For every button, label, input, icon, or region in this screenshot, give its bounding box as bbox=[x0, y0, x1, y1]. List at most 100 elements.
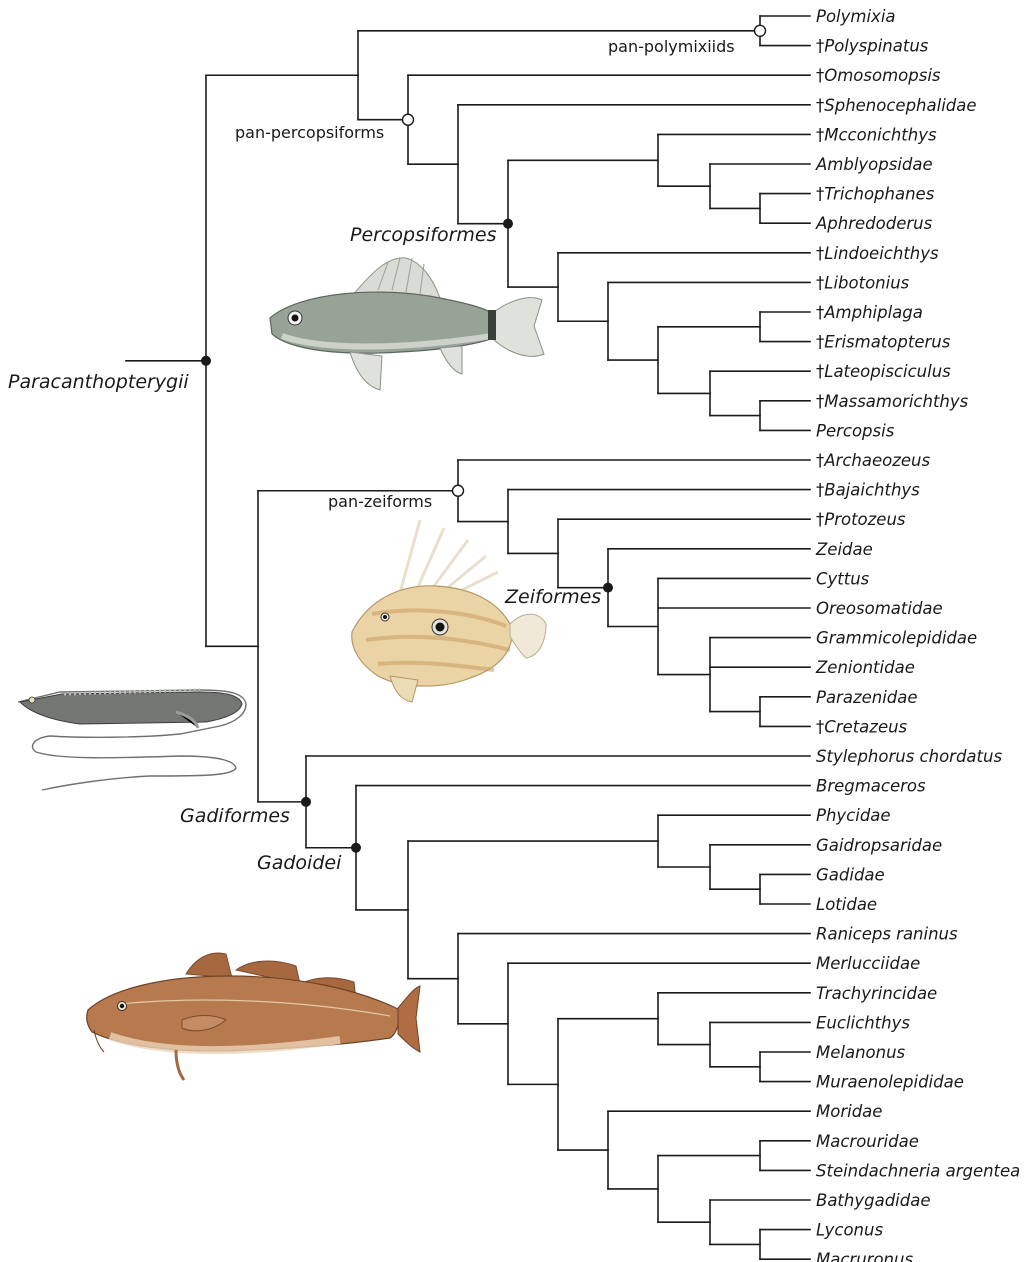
taxon-label-zeniontidae: Zeniontidae bbox=[815, 658, 915, 677]
node-markers bbox=[201, 25, 766, 852]
taxon-name: Stylephorus chordatus bbox=[816, 747, 1002, 766]
taxon-label-oreosomatidae: Oreosomatidae bbox=[816, 599, 943, 618]
extinct-dagger-icon: † bbox=[816, 481, 824, 500]
node-marker-pan-zeiforms bbox=[453, 485, 464, 496]
taxon-label-cyttus: Cyttus bbox=[816, 569, 870, 588]
taxon-name: Zeniontidae bbox=[815, 658, 915, 677]
taxon-name: Phycidae bbox=[816, 806, 891, 825]
taxon-name: Lyconus bbox=[816, 1221, 883, 1240]
taxon-name: Euclichthys bbox=[816, 1013, 910, 1032]
taxon-name: Erismatopterus bbox=[824, 333, 950, 352]
node-marker-zeiformes bbox=[603, 583, 613, 593]
taxon-name: Lotidae bbox=[816, 895, 877, 914]
taxon-name: Zeidae bbox=[815, 540, 873, 559]
taxon-name: Aphredoderus bbox=[815, 214, 933, 233]
extinct-dagger-icon: † bbox=[816, 244, 824, 263]
taxon-label-cretazeus: †Cretazeus bbox=[816, 717, 908, 736]
clade-label-paracanthopterygii: Paracanthopterygii bbox=[8, 371, 189, 393]
taxon-label-bathygadidae: Bathygadidae bbox=[816, 1191, 931, 1210]
taxon-label-polymixia: Polymixia bbox=[816, 7, 896, 26]
clade-label-percopsiformes: Percopsiformes bbox=[350, 224, 497, 246]
taxon-label-amphiplaga: †Amphiplaga bbox=[816, 303, 923, 322]
taxon-name: Omosomopsis bbox=[824, 66, 941, 85]
extinct-dagger-icon: † bbox=[816, 303, 824, 322]
taxon-label-parazenidae: Parazenidae bbox=[816, 688, 918, 707]
taxon-label-merlucciidae: Merlucciidae bbox=[816, 954, 920, 973]
taxon-name: Lateopisciculus bbox=[824, 362, 951, 381]
taxon-label-phycidae: Phycidae bbox=[816, 806, 891, 825]
taxon-label-grammicolepididae: Grammicolepididae bbox=[816, 629, 977, 648]
taxon-name: Amphiplaga bbox=[823, 303, 923, 322]
extinct-dagger-icon: † bbox=[816, 362, 824, 381]
taxon-name: Gaidropsaridae bbox=[816, 836, 942, 855]
taxon-name: Sphenocephalidae bbox=[824, 96, 976, 115]
taxon-label-archaeozeus: †Archaeozeus bbox=[816, 451, 930, 470]
taxon-label-trachyrincidae: Trachyrincidae bbox=[816, 984, 937, 1003]
taxon-label-zeidae: Zeidae bbox=[815, 540, 873, 559]
taxon-name: Bathygadidae bbox=[816, 1191, 931, 1210]
taxon-name: Libotonius bbox=[824, 273, 909, 292]
taxon-name: Raniceps raninus bbox=[816, 925, 958, 944]
node-marker-pan-percopsiforms bbox=[403, 114, 414, 125]
taxon-label-lindoeichthys: †Lindoeichthys bbox=[816, 244, 939, 263]
taxon-name: Macruronus bbox=[816, 1250, 913, 1262]
node-marker-percopsiformes bbox=[503, 219, 513, 229]
taxon-name: Bregmaceros bbox=[816, 777, 926, 796]
zeus-fish-illustration bbox=[352, 520, 546, 702]
taxon-name: Gadidae bbox=[816, 865, 885, 884]
taxon-name: Cyttus bbox=[816, 569, 870, 588]
taxon-name: Grammicolepididae bbox=[816, 629, 977, 648]
taxon-name: Mcconichthys bbox=[824, 125, 937, 144]
taxon-label-lotidae: Lotidae bbox=[816, 895, 877, 914]
extinct-dagger-icon: † bbox=[816, 451, 824, 470]
taxon-name: Moridae bbox=[816, 1102, 882, 1121]
taxon-name: Polyspinatus bbox=[824, 37, 929, 56]
taxon-name: Macrouridae bbox=[816, 1132, 919, 1151]
taxon-label-gadidae: Gadidae bbox=[816, 865, 885, 884]
pan-label-percopsiforms: pan-percopsiforms bbox=[235, 123, 384, 142]
taxon-name: Trichophanes bbox=[824, 185, 934, 204]
extinct-dagger-icon: † bbox=[816, 273, 824, 292]
taxon-label-bregmaceros: Bregmaceros bbox=[816, 777, 926, 796]
tip-labels: Polymixia†Polyspinatus†Omosomopsis†Sphen… bbox=[815, 7, 1020, 1262]
extinct-dagger-icon: † bbox=[816, 96, 824, 115]
taxon-label-percopsis: Percopsis bbox=[816, 421, 895, 440]
taxon-label-lateopisciculus: †Lateopisciculus bbox=[816, 362, 951, 381]
taxon-label-muraenolepididae: Muraenolepididae bbox=[816, 1073, 964, 1092]
percopsis-fish-illustration bbox=[270, 258, 544, 390]
stylephorus-fish-illustration bbox=[18, 690, 246, 790]
clade-label-gadiformes: Gadiformes bbox=[180, 805, 290, 827]
taxon-label-raniceps: Raniceps raninus bbox=[816, 925, 958, 944]
taxon-name: Muraenolepididae bbox=[816, 1073, 964, 1092]
node-marker-pan-polymixiids bbox=[755, 25, 766, 36]
taxon-name: Amblyopsidae bbox=[815, 155, 933, 174]
pan-label-polymixiids: pan-polymixiids bbox=[608, 37, 735, 56]
taxon-label-stylephorus: Stylephorus chordatus bbox=[816, 747, 1002, 766]
extinct-dagger-icon: † bbox=[816, 717, 824, 736]
taxon-label-omosomopsis: †Omosomopsis bbox=[816, 66, 941, 85]
taxon-label-gaidropsaridae: Gaidropsaridae bbox=[816, 836, 942, 855]
extinct-dagger-icon: † bbox=[816, 185, 824, 204]
pan-label-zeiforms: pan-zeiforms bbox=[328, 492, 432, 511]
taxon-label-macrouridae: Macrouridae bbox=[816, 1132, 919, 1151]
taxon-name: Polymixia bbox=[816, 7, 896, 26]
taxon-label-aphredoderus: Aphredoderus bbox=[815, 214, 933, 233]
taxon-name: Bajaichthys bbox=[824, 481, 920, 500]
taxon-label-euclichthys: Euclichthys bbox=[816, 1013, 910, 1032]
taxon-name: Parazenidae bbox=[816, 688, 918, 707]
taxon-label-protozeus: †Protozeus bbox=[816, 510, 906, 529]
gadus-fish-illustration bbox=[87, 953, 420, 1080]
taxon-label-bajaichthys: †Bajaichthys bbox=[816, 481, 920, 500]
clade-label-gadoidei: Gadoidei bbox=[257, 852, 342, 874]
taxon-name: Percopsis bbox=[816, 421, 895, 440]
taxon-label-macruronus: Macruronus bbox=[816, 1250, 913, 1262]
extinct-dagger-icon: † bbox=[816, 125, 824, 144]
taxon-name: Lindoeichthys bbox=[824, 244, 939, 263]
taxon-label-massamorichthys: †Massamorichthys bbox=[816, 392, 969, 411]
taxon-label-moridae: Moridae bbox=[816, 1102, 882, 1121]
taxon-label-sphenocephalidae: †Sphenocephalidae bbox=[816, 96, 977, 115]
clade-label-zeiformes: Zeiformes bbox=[504, 586, 601, 608]
taxon-name: Oreosomatidae bbox=[816, 599, 943, 618]
extinct-dagger-icon: † bbox=[816, 333, 824, 352]
taxon-label-libotonius: †Libotonius bbox=[816, 273, 910, 292]
